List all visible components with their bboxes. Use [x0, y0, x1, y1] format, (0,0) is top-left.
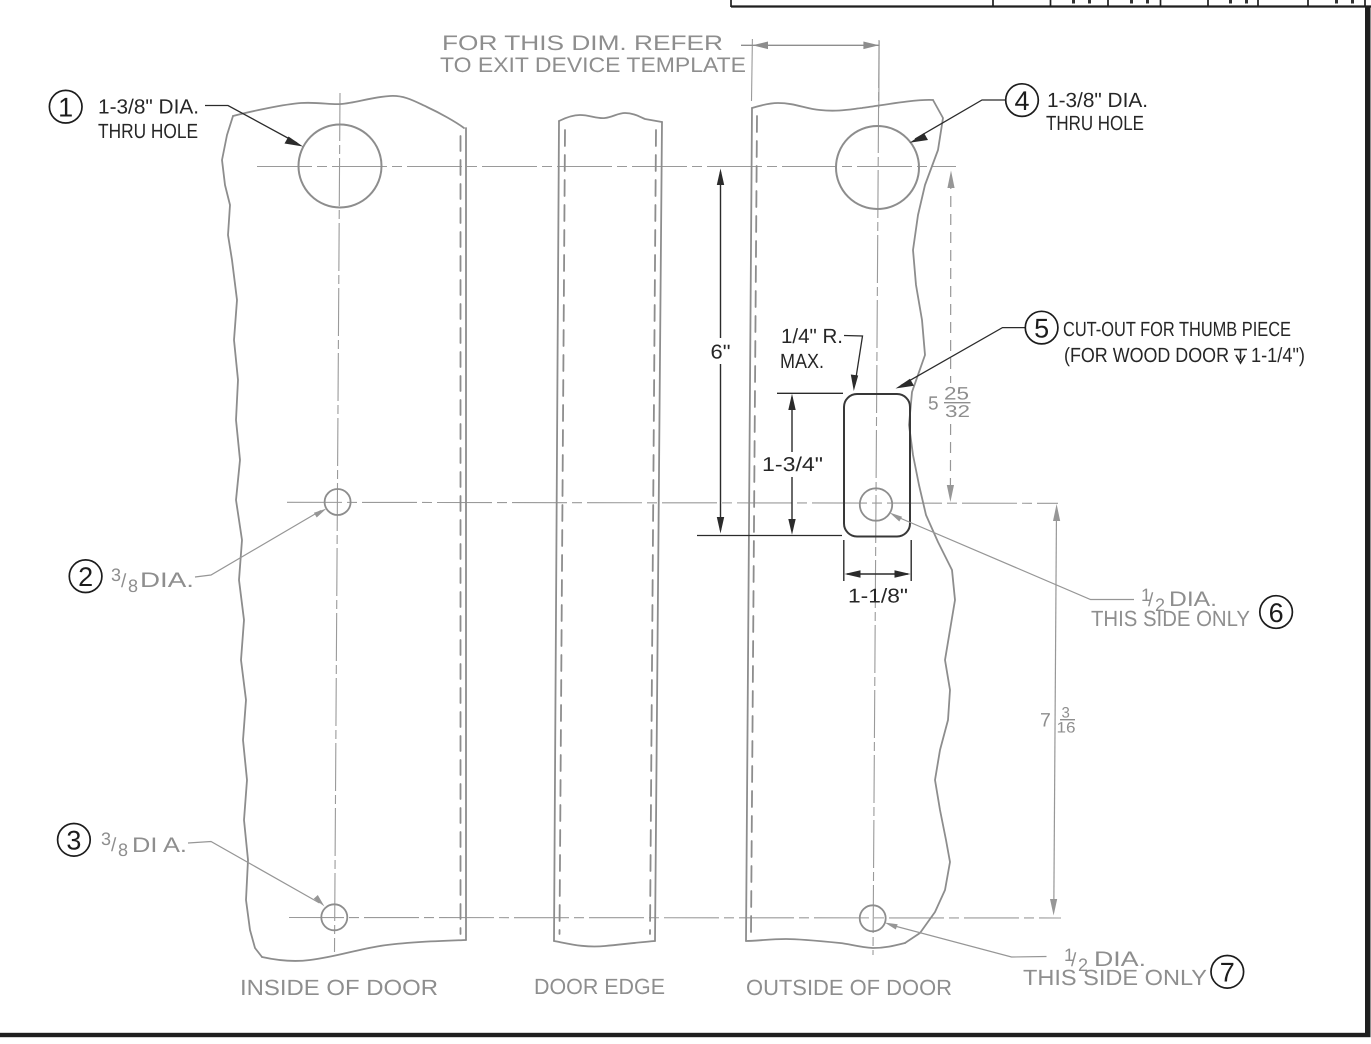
svg-text:5: 5 [1034, 314, 1049, 344]
svg-text:1-1/8": 1-1/8" [848, 586, 908, 608]
svg-text:6": 6" [711, 342, 731, 364]
svg-text:/: / [121, 571, 127, 592]
svg-text:(FOR WOOD DOOR: (FOR WOOD DOOR [1064, 344, 1229, 367]
svg-text:1: 1 [1064, 945, 1074, 965]
svg-text:1-3/4": 1-3/4" [762, 454, 823, 476]
svg-text:1-3/8" DIA.: 1-3/8" DIA. [1047, 89, 1148, 112]
svg-text:7: 7 [1040, 710, 1051, 732]
svg-text:2: 2 [1078, 955, 1088, 975]
svg-text:THRU HOLE: THRU HOLE [98, 120, 198, 143]
svg-text:DIA.: DIA. [1094, 948, 1146, 971]
svg-text:THRU HOLE: THRU HOLE [1046, 112, 1144, 135]
svg-text:6: 6 [1269, 598, 1284, 628]
svg-text:4: 4 [1014, 86, 1029, 116]
svg-text:THIS SIDE ONLY: THIS SIDE ONLY [1023, 965, 1207, 990]
svg-text:2: 2 [78, 562, 93, 592]
svg-text:3: 3 [1062, 705, 1070, 722]
svg-text:/: / [1148, 590, 1154, 611]
svg-text:THIS SIDE ONLY: THIS SIDE ONLY [1091, 606, 1250, 631]
svg-text:OUTSIDE OF DOOR: OUTSIDE OF DOOR [746, 975, 952, 1000]
svg-text:3: 3 [111, 565, 121, 585]
svg-text:3: 3 [66, 826, 81, 856]
svg-text:CUT-OUT FOR THUMB PIECE: CUT-OUT FOR THUMB PIECE [1063, 318, 1291, 341]
svg-text:1: 1 [1141, 585, 1151, 605]
svg-text:DOOR EDGE: DOOR EDGE [534, 974, 665, 999]
svg-text:TO EXIT DEVICE TEMPLATE: TO EXIT DEVICE TEMPLATE [440, 54, 746, 77]
svg-text:16: 16 [1057, 720, 1076, 737]
svg-text:DIA.: DIA. [1169, 588, 1217, 611]
svg-text:5: 5 [928, 394, 939, 415]
svg-text:DIA.: DIA. [140, 569, 194, 592]
svg-text:7: 7 [1220, 958, 1235, 988]
svg-text:2: 2 [1155, 595, 1165, 615]
svg-text:1-1/4"): 1-1/4") [1251, 344, 1305, 367]
svg-text:32: 32 [945, 402, 970, 421]
svg-text:1: 1 [58, 93, 73, 123]
svg-text:1-3/8" DIA.: 1-3/8" DIA. [98, 96, 199, 119]
svg-text:DI A.: DI A. [132, 834, 187, 857]
svg-text:INSIDE OF DOOR: INSIDE OF DOOR [240, 975, 438, 1000]
svg-text:FOR THIS DIM. REFER: FOR THIS DIM. REFER [442, 32, 723, 55]
svg-text:/: / [111, 835, 117, 856]
svg-text:MAX.: MAX. [780, 350, 824, 373]
svg-text:/: / [1071, 950, 1077, 971]
svg-text:1/4" R.: 1/4" R. [781, 325, 843, 348]
svg-text:3: 3 [101, 829, 111, 849]
svg-text:8: 8 [128, 576, 138, 596]
svg-text:8: 8 [118, 840, 128, 860]
svg-text:25: 25 [944, 384, 969, 404]
